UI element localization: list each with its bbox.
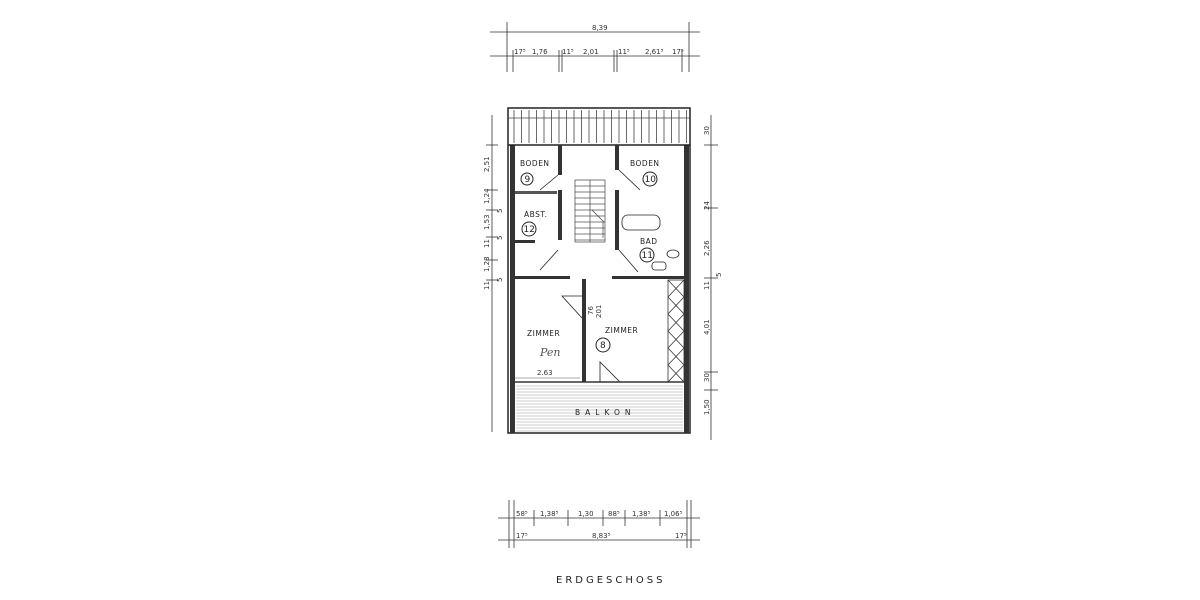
room-number-circle [642, 171, 658, 187]
wardrobe-hatch [667, 347, 685, 366]
bottom-dimension-chain [498, 500, 700, 548]
dim: 17⁵ [675, 532, 687, 540]
wardrobe-hatch [667, 330, 685, 349]
dim: 58⁵ [516, 510, 528, 518]
dim: 11 [483, 281, 491, 290]
room-label: ZIMMER [527, 329, 560, 338]
room-label: BODEN [630, 159, 660, 168]
room-dimension: 2.63 [537, 369, 553, 377]
door-swings [539, 169, 641, 383]
dim: 1,53 [483, 214, 491, 230]
bathtub [621, 214, 661, 231]
wardrobe-hatch [667, 364, 685, 383]
roof-hatching [508, 110, 690, 143]
dim: 2,51 [483, 156, 491, 172]
walls [507, 107, 691, 434]
dim: 17⁵ [672, 48, 684, 56]
room-number: 11 [642, 251, 653, 261]
dim-total-width: 8,83⁵ [592, 532, 611, 540]
dim: 30 [703, 373, 711, 382]
dim: 2,61⁵ [645, 48, 664, 56]
dim: 2,26 [703, 240, 711, 256]
dim: 1,30 [578, 510, 594, 518]
room-label: BODEN [520, 159, 550, 168]
wardrobe [667, 279, 685, 383]
top-dimension-chain [490, 22, 700, 72]
dim: 11⁵ [618, 48, 630, 56]
dim: 4,01 [703, 319, 711, 335]
handwritten-note: Pen [539, 346, 561, 359]
dim: 2,01 [583, 48, 599, 56]
dim: 1,24 [483, 188, 491, 204]
dim: 17⁵ [514, 48, 526, 56]
door-dimension-top: 76 [587, 306, 595, 315]
dim: 30 [703, 126, 711, 135]
room-number: 12 [524, 225, 535, 235]
room-number-circle [639, 247, 655, 263]
floor-title: ERDGESCHOSS [556, 575, 665, 586]
wardrobe-hatch [667, 313, 685, 332]
dim: 1,38⁵ [540, 510, 559, 518]
dim: 1,06⁵ [664, 510, 683, 518]
door-dimension-bottom: 201 [595, 305, 603, 318]
wardrobe-hatch [667, 296, 685, 315]
dim: 5 [715, 273, 723, 277]
right-dimension-chain [704, 115, 718, 440]
dim: 11 [483, 239, 491, 248]
dim: 17⁵ [516, 532, 528, 540]
room-label: BAD [640, 237, 658, 246]
room-label: BALKON [575, 408, 635, 417]
dim: 5 [496, 236, 504, 240]
room-number: 9 [525, 175, 531, 185]
dim: 24 [703, 201, 711, 210]
room-number-circle [520, 172, 534, 186]
dim: 11 [703, 281, 711, 290]
dim: 88⁵ [608, 510, 620, 518]
wardrobe-hatch [667, 279, 685, 298]
staircase [574, 179, 606, 243]
room-label: ABST. [524, 210, 547, 219]
dim: 1,76 [532, 48, 548, 56]
dim: 1,28 [483, 256, 491, 272]
left-dimension-chain [486, 115, 498, 432]
dim: 11⁵ [562, 48, 574, 56]
room-number: 8 [600, 341, 606, 351]
room-number-circle [595, 337, 611, 353]
dim: 1,38⁵ [632, 510, 651, 518]
toilet [666, 249, 680, 259]
balcony [515, 381, 684, 432]
room-number-circle [521, 221, 537, 237]
room-number: 10 [645, 175, 657, 185]
dim: 5 [496, 278, 504, 282]
dim: 1,50 [703, 399, 711, 415]
room-label: ZIMMER [605, 326, 638, 335]
dim-total-width: 8,39 [592, 24, 608, 32]
dim: 5 [496, 209, 504, 213]
sink [651, 261, 667, 271]
